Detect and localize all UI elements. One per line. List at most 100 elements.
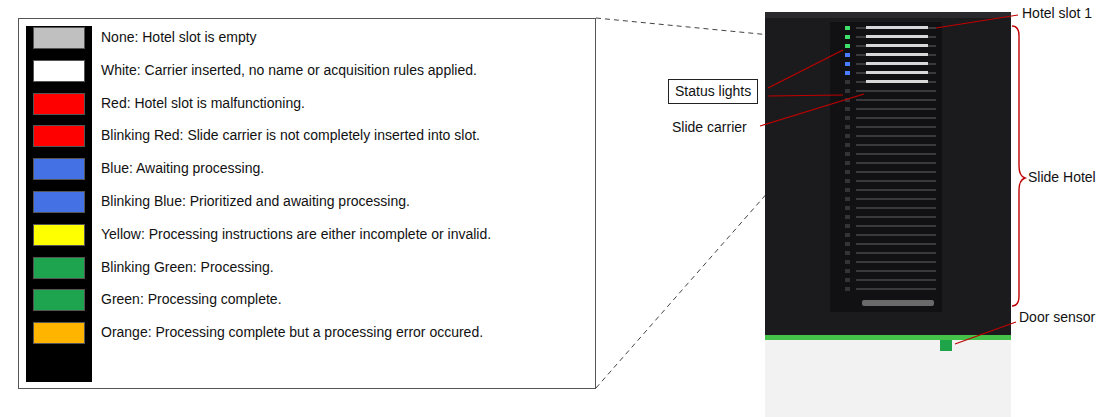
slide-carrier [866,53,928,56]
slot [856,90,936,92]
status-light [845,215,850,219]
leader-line [936,15,1018,28]
legend-text: None: Hotel slot is empty [101,29,257,46]
status-light [845,53,850,57]
status-light [845,260,850,264]
slot [856,153,936,155]
legend-swatch [33,191,85,213]
legend-text: Green: Processing complete. [101,291,282,308]
part-label: Hotel slot 1 [1022,5,1092,22]
status-light [845,287,850,291]
status-light [845,206,850,210]
status-light [845,161,850,165]
legend-swatch [33,257,85,279]
slot [856,216,936,218]
slot [856,72,936,74]
slot [856,288,936,290]
leader-line [768,50,843,88]
slide-carrier [866,71,928,74]
legend-text: White: Carrier inserted, no name or acqu… [101,62,477,79]
leader-line [768,95,843,96]
legend-swatch [33,289,85,311]
legend-swatch [33,60,85,82]
part-label: Door sensor [1019,309,1095,326]
legend-text: Orange: Processing complete but a proces… [101,324,483,341]
part-label: Slide carrier [672,119,747,136]
legend-text: Blinking Blue: Prioritized and awaiting … [101,193,410,210]
legend-text: Blue: Awaiting processing. [101,160,264,177]
status-light [845,179,850,183]
slide-carrier [866,35,928,38]
legend-text: Blinking Green: Processing. [101,259,274,276]
slot [856,207,936,209]
slot [856,27,936,29]
legend-swatch [33,224,85,246]
legend-swatch [33,158,85,180]
status-light [845,80,850,84]
slot [856,270,936,272]
status-light [845,134,850,138]
legend-swatch [33,322,85,344]
legend-swatch [33,93,85,115]
slot [856,243,936,245]
status-light [845,188,850,192]
instrument-body [765,12,1011,338]
status-light [845,35,850,39]
slot [856,252,936,254]
slot [856,144,936,146]
slot [856,225,936,227]
legend-text: Blinking Red: Slide carrier is not compl… [101,127,480,144]
instrument-base [765,340,1011,417]
slot [856,81,936,83]
status-light [845,269,850,273]
hotel-slots [845,26,936,291]
slot [856,54,936,56]
slot [856,117,936,119]
status-light [845,233,850,237]
status-light [845,278,850,282]
part-label: Slide Hotel [1028,169,1096,186]
slide-carrier [866,80,928,83]
slot [856,108,936,110]
slot [856,135,936,137]
slot [856,36,936,38]
door-sensor [940,340,952,351]
slide-carrier [866,62,928,65]
status-light [845,71,850,75]
slot [856,234,936,236]
legend-text: Red: Hotel slot is malfunctioning. [101,95,305,112]
legend-swatch [33,27,85,49]
leader-line [955,322,1016,344]
instrument-top [765,12,1011,18]
status-light [845,89,850,93]
leader-line [760,94,864,126]
status-light [845,26,850,30]
slot [856,63,936,65]
status-light [845,242,850,246]
status-light [845,62,850,66]
status-light [845,107,850,111]
bracket [1012,26,1025,306]
slot [856,126,936,128]
slot [856,279,936,281]
slide-carrier [866,44,928,47]
slot [856,180,936,182]
slot [856,45,936,47]
legend-text: Yellow: Processing instructions are eith… [101,226,491,243]
slot [856,99,936,101]
callout-box: Status lights [668,79,758,104]
slide-carrier [866,26,928,29]
legend-panel [26,26,92,382]
status-light [845,152,850,156]
slot [856,198,936,200]
status-light [845,251,850,255]
slot [856,189,936,191]
status-light [845,125,850,129]
legend-swatch [33,125,85,147]
status-light [845,170,850,174]
callout-text: Status lights [675,83,751,100]
slot [856,171,936,173]
hotel-panel [830,22,942,312]
legend-frame [19,19,596,389]
status-light [845,197,850,201]
